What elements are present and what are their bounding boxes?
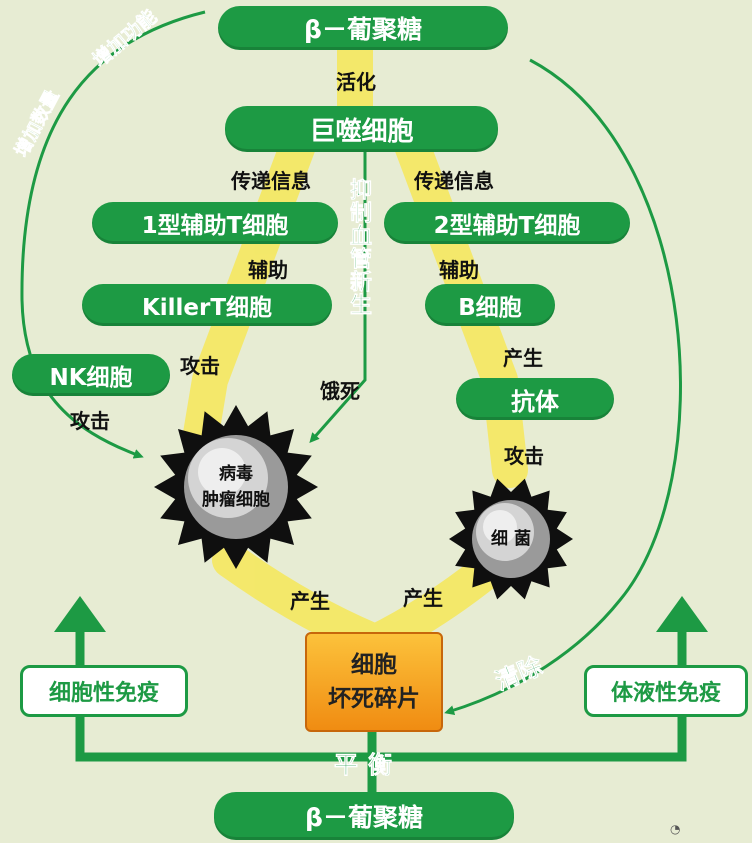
produce-antibody-label: 产生 xyxy=(503,346,543,370)
watermark-mark: ◔ xyxy=(670,822,681,836)
assist-left-label: 辅助 xyxy=(248,258,288,282)
transmit-left-label: 传递信息 xyxy=(231,169,311,193)
antibody-node: 抗体 xyxy=(456,378,614,420)
virus-tumor-cell: 病毒 肿瘤细胞 xyxy=(176,427,296,547)
macrophage-node: 巨噬细胞 xyxy=(225,106,498,152)
th2-node: 2型辅助T细胞 xyxy=(384,202,630,244)
clear-arrow-path xyxy=(444,58,682,716)
beta-glucan-bottom: β－葡聚糖 xyxy=(214,792,514,840)
transmit-right-label: 传递信息 xyxy=(414,169,494,193)
attack-nk-label: 攻击 xyxy=(70,409,110,433)
bacteria-label: 细 菌 xyxy=(491,529,531,549)
killer-t-node: KillerT细胞 xyxy=(82,284,332,326)
b-cell-node: B细胞 xyxy=(425,284,555,326)
inhibit-arrow-path xyxy=(309,150,367,443)
cellular-arrow-head xyxy=(54,596,106,632)
nk-cell-node: NK细胞 xyxy=(12,354,170,396)
produce-right-label: 产生 xyxy=(403,586,443,610)
virus-spiky-shape xyxy=(154,405,318,569)
humoral-immunity-box: 体液性免疫 xyxy=(584,665,748,717)
balance-label: 平衡 xyxy=(334,751,402,780)
activate-label: 活化 xyxy=(336,70,376,94)
beta-glucan-top: β－葡聚糖 xyxy=(218,6,508,50)
produce-left-label: 产生 xyxy=(290,589,330,613)
assist-right-label: 辅助 xyxy=(439,258,479,282)
th1-node: 1型辅助T细胞 xyxy=(92,202,338,244)
bacteria-cell: 细 菌 xyxy=(466,494,556,584)
attack-killer-label: 攻击 xyxy=(180,354,220,378)
humoral-arrow-head xyxy=(656,596,708,632)
bacteria-spiky-shape xyxy=(449,478,573,600)
attack-antibody-label: 攻击 xyxy=(504,444,544,468)
virus-tumor-label: 病毒 肿瘤细胞 xyxy=(202,464,270,510)
cell-debris-box: 细胞 坏死碎片 xyxy=(305,632,443,732)
inhibit-angiogenesis-label: 抑制血管新生 xyxy=(346,178,372,317)
cellular-immunity-box: 细胞性免疫 xyxy=(20,665,188,717)
starve-label: 饿死 xyxy=(320,379,360,403)
increase-arrow-path xyxy=(20,10,206,459)
